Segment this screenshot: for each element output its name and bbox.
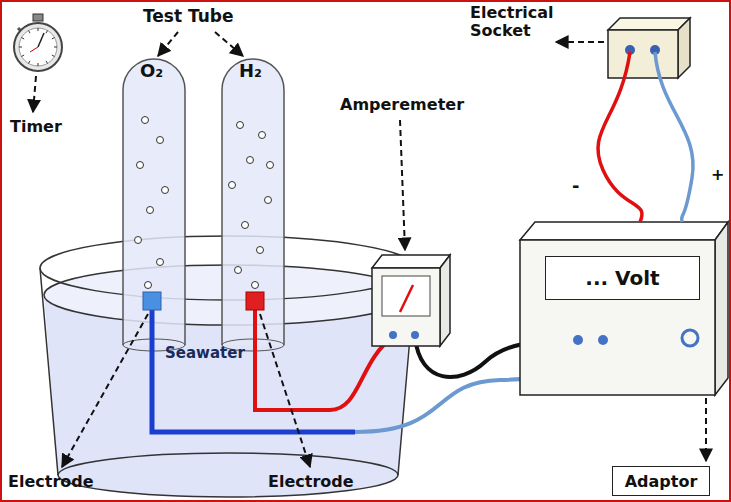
part-label: Electrical Socket (470, 4, 582, 41)
test-tubes (123, 59, 284, 351)
polarity-sign: - (572, 176, 579, 197)
part-label: Electrode (268, 473, 354, 491)
node-text: ... Volt (585, 266, 659, 290)
leader-lines (33, 32, 706, 467)
adaptor-device (520, 222, 728, 395)
electrical-socket (608, 18, 690, 78)
gas-label: H₂ (239, 61, 262, 82)
part-label: Amperemeter (340, 96, 464, 114)
part-label: Test Tube (143, 7, 234, 27)
voltage-display: ... Volt (545, 256, 700, 300)
label-box: Adaptor (612, 466, 710, 496)
red-wire (598, 52, 642, 222)
blue-wire (655, 52, 693, 222)
gas-label: O₂ (140, 61, 163, 82)
liquid-label: Seawater (165, 345, 245, 362)
stopwatch-icon (14, 14, 62, 71)
part-label: Timer (10, 118, 62, 136)
polarity-sign: + (711, 166, 724, 184)
amperemeter (372, 255, 450, 346)
part-label: Electrode (8, 473, 94, 491)
electrode (143, 292, 161, 310)
node-text: Adaptor (625, 472, 698, 491)
electrode (246, 292, 264, 310)
